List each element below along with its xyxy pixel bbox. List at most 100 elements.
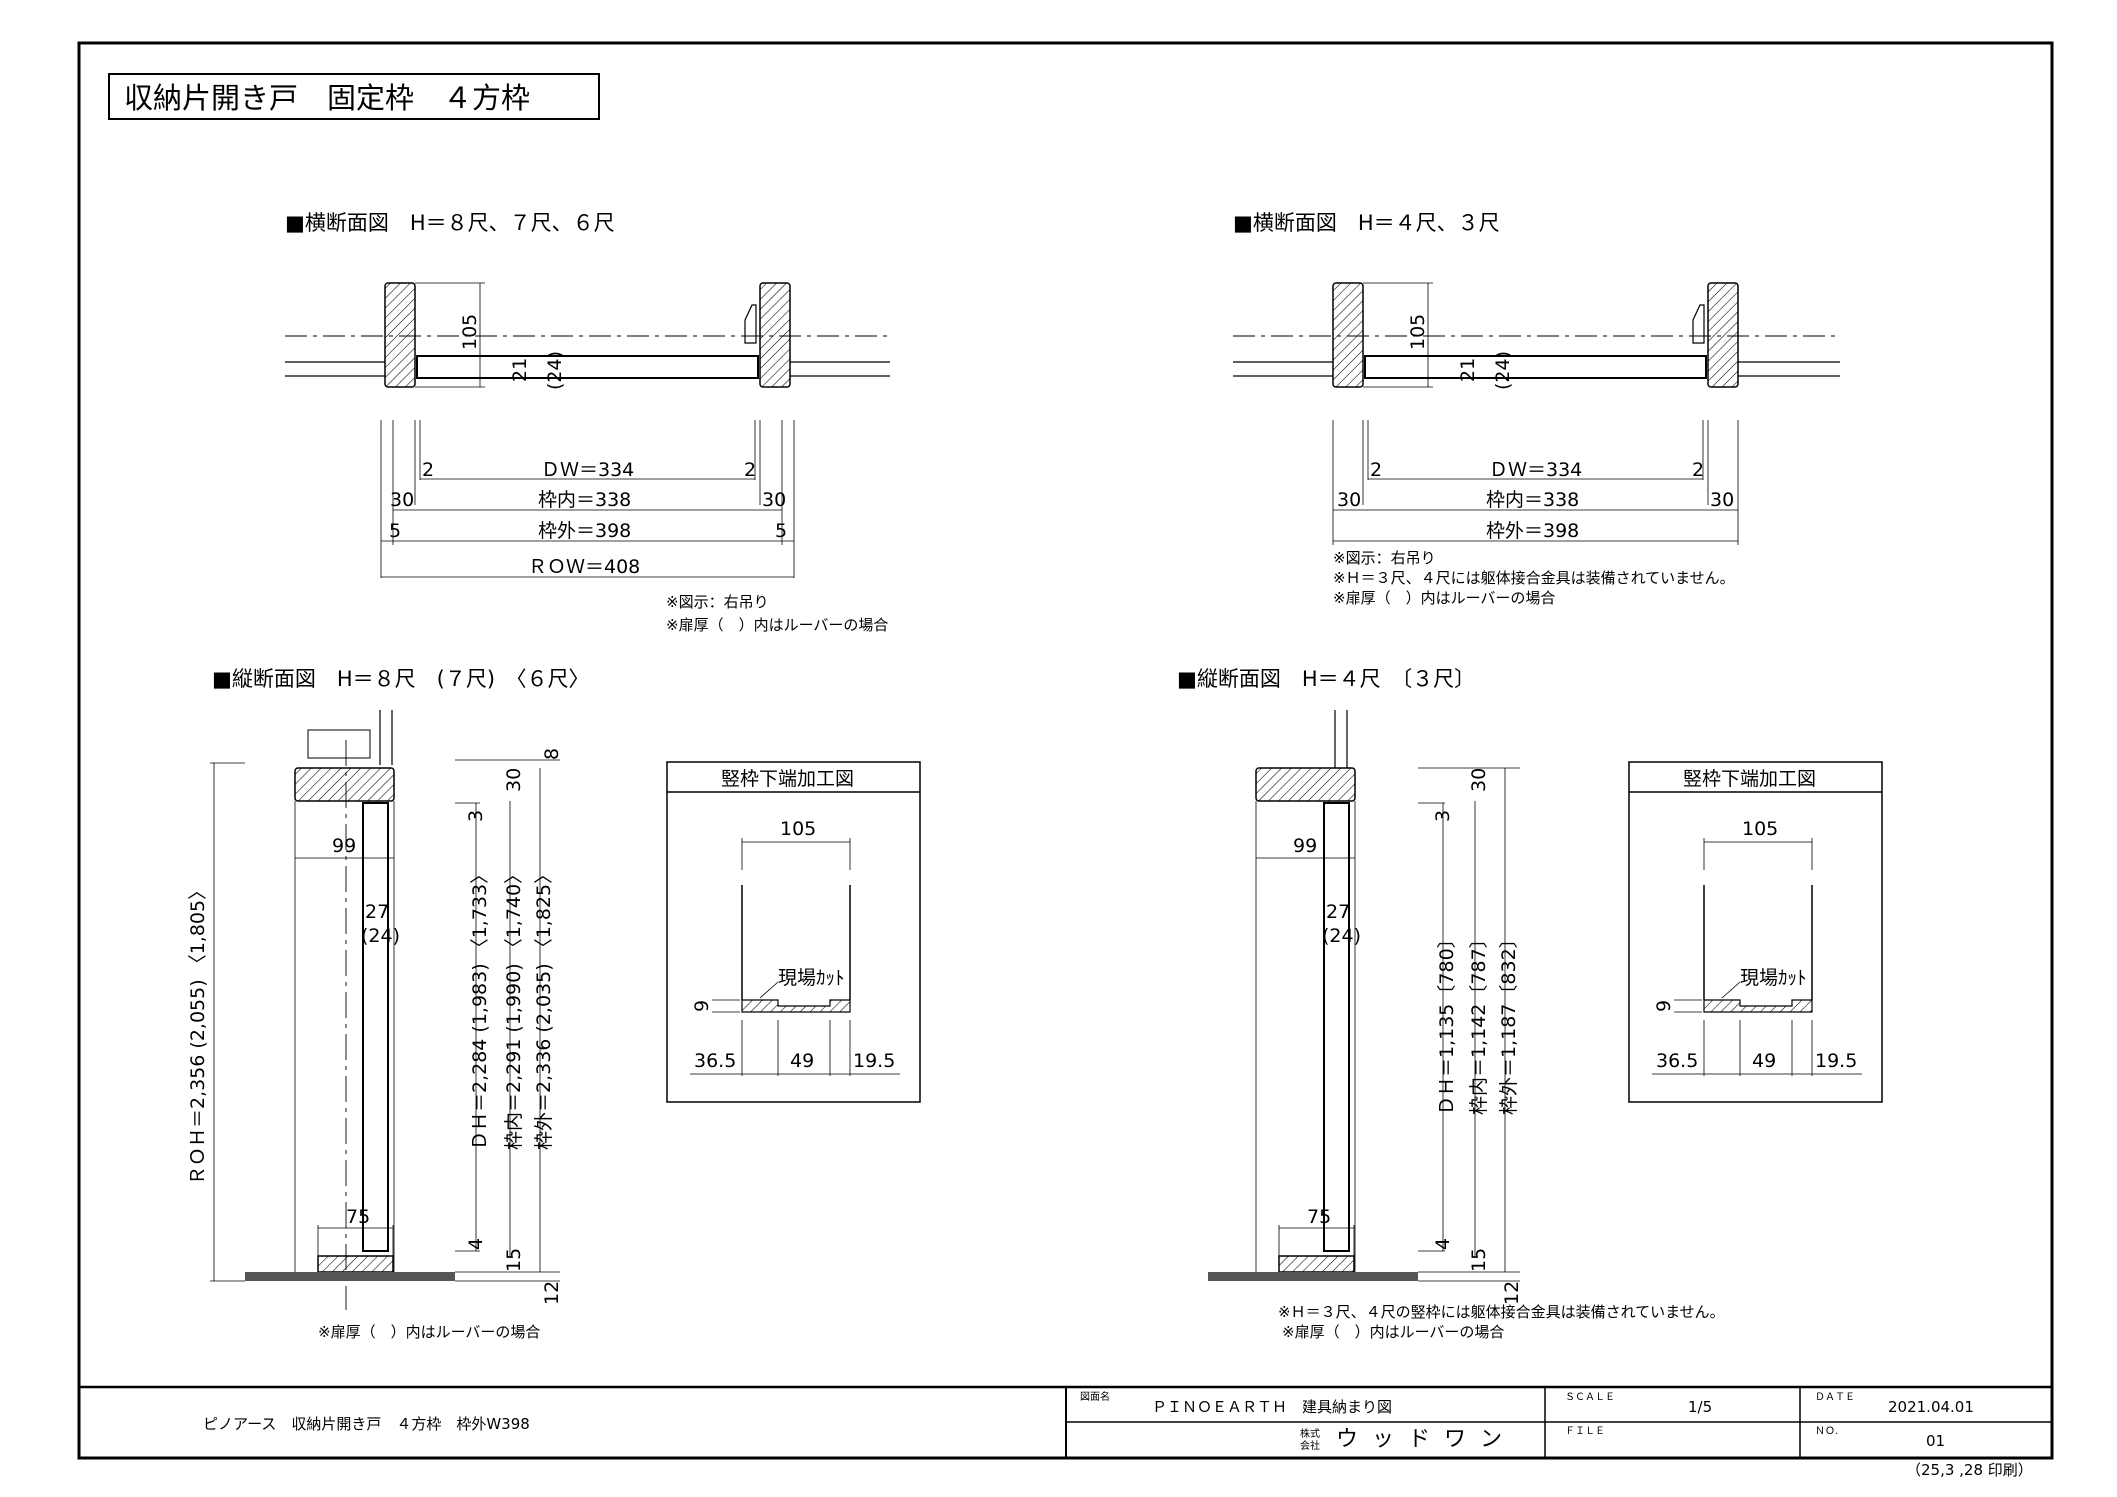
sheet-border — [77, 41, 2054, 1460]
svg-text:■縦断面図 H＝４尺 〔３尺〕: ■縦断面図 H＝４尺 〔３尺〕 — [1177, 667, 1475, 691]
jamb-right — [1707, 282, 1739, 388]
svg-text:12: 12 — [1501, 1281, 1523, 1305]
svg-text:105: 105 — [780, 818, 816, 840]
svg-text:21: 21 — [1457, 358, 1479, 382]
svg-text:30: 30 — [1710, 489, 1734, 511]
svg-text:ＤＨ＝1,135〔780〕: ＤＨ＝1,135〔780〕 — [1436, 929, 1458, 1115]
svg-text:(24): (24) — [1322, 925, 1361, 947]
svg-text:枠外＝398: 枠外＝398 — [1486, 520, 1579, 542]
svg-text:会社: 会社 — [1300, 1439, 1320, 1452]
drawing-title: 収納片開き戸 固定枠 ４方枠 — [108, 73, 600, 120]
svg-text:2: 2 — [744, 459, 756, 481]
svg-text:01: 01 — [1926, 1432, 1945, 1450]
plan-section-right: ■横断面図 H＝４尺、３尺 105 21 (24) 2 ＤＷ＝334 2 30 … — [1233, 211, 1840, 607]
svg-text:竪枠下端加工図: 竪枠下端加工図 — [721, 768, 854, 790]
vertical-section-right: ■縦断面図 H＝４尺 〔３尺〕 99 27 (24) 75 ＤＨ＝1,135〔7… — [1177, 667, 1725, 1341]
svg-text:5: 5 — [389, 520, 401, 542]
svg-text:4: 4 — [465, 1238, 487, 1250]
svg-text:ＮＯ.: ＮＯ. — [1815, 1426, 1838, 1437]
svg-text:枠外＝398: 枠外＝398 — [538, 520, 631, 542]
door-leaf — [1323, 802, 1350, 1252]
svg-text:現場ｶｯﾄ: 現場ｶｯﾄ — [778, 967, 845, 989]
svg-text:15: 15 — [503, 1248, 525, 1272]
svg-text:ＤＡＴＥ: ＤＡＴＥ — [1815, 1392, 1855, 1403]
svg-text:30: 30 — [1468, 768, 1490, 792]
svg-text:枠内＝338: 枠内＝338 — [1486, 489, 1579, 511]
svg-text:ＦＩＬＥ: ＦＩＬＥ — [1565, 1426, 1605, 1437]
svg-text:■横断面図 H＝４尺、３尺: ■横断面図 H＝４尺、３尺 — [1233, 211, 1500, 235]
sill-frame — [317, 1255, 394, 1273]
svg-text:3: 3 — [465, 810, 487, 822]
head-frame — [294, 767, 395, 802]
svg-text:枠外＝2,336 (2,035) 〈1,825〉: 枠外＝2,336 (2,035) 〈1,825〉 — [533, 865, 555, 1150]
svg-text:49: 49 — [790, 1050, 814, 1072]
svg-text:ＤＷ＝334: ＤＷ＝334 — [1489, 459, 1582, 481]
svg-text:5: 5 — [775, 520, 787, 542]
svg-text:105: 105 — [1407, 314, 1429, 350]
svg-text:12: 12 — [541, 1281, 563, 1305]
svg-text:75: 75 — [346, 1206, 370, 1228]
jamb-bottom-detail-left: 竪枠下端加工図 105 現場ｶｯﾄ 9 36.5 49 19.5 — [666, 761, 921, 1103]
svg-text:21: 21 — [509, 358, 531, 382]
svg-text:※扉厚（ ）内はルーバーの場合: ※扉厚（ ）内はルーバーの場合 — [1282, 1323, 1504, 1341]
svg-text:30: 30 — [390, 489, 414, 511]
svg-text:ＤＷ＝334: ＤＷ＝334 — [541, 459, 634, 481]
svg-text:30: 30 — [762, 489, 786, 511]
svg-text:ＰＩＮＯＥＡＲＴＨ 建具納まり図: ＰＩＮＯＥＡＲＴＨ 建具納まり図 — [1152, 1398, 1392, 1416]
jamb-left — [384, 282, 416, 388]
svg-text:105: 105 — [1742, 818, 1778, 840]
print-stamp: （25,3 ,28 印刷） — [1906, 1461, 2033, 1479]
svg-text:※図示：右吊り: ※図示：右吊り — [1333, 549, 1436, 567]
jamb-bottom-detail-right: 竪枠下端加工図 105 現場ｶｯﾄ 9 36.5 49 19.5 — [1628, 761, 1883, 1103]
svg-text:現場ｶｯﾄ: 現場ｶｯﾄ — [1740, 967, 1807, 989]
svg-text:枠内＝338: 枠内＝338 — [538, 489, 631, 511]
svg-text:36.5: 36.5 — [694, 1050, 736, 1072]
svg-text:ウッドワン: ウッドワン — [1336, 1427, 1516, 1452]
door-leaf — [416, 355, 759, 379]
svg-text:4: 4 — [1432, 1238, 1454, 1250]
svg-text:収納片開き戸 固定枠 ４方枠: 収納片開き戸 固定枠 ４方枠 — [124, 81, 530, 115]
svg-text:※扉厚（ ）内はルーバーの場合: ※扉厚（ ）内はルーバーの場合 — [318, 1323, 540, 1341]
svg-text:99: 99 — [332, 835, 356, 857]
door-leaf — [362, 802, 389, 1252]
svg-text:※Ｈ＝３尺、４尺の竪枠には躯体接合金具は装備されていません。: ※Ｈ＝３尺、４尺の竪枠には躯体接合金具は装備されていません。 — [1278, 1303, 1725, 1321]
svg-text:2: 2 — [1370, 459, 1382, 481]
svg-text:※扉厚（ ）内はルーバーの場合: ※扉厚（ ）内はルーバーの場合 — [666, 616, 888, 634]
svg-text:8: 8 — [541, 748, 563, 760]
svg-text:(24): (24) — [361, 925, 400, 947]
svg-text:15: 15 — [1468, 1248, 1490, 1272]
svg-text:■横断面図 H＝８尺、７尺、６尺: ■横断面図 H＝８尺、７尺、６尺 — [285, 211, 615, 235]
svg-text:36.5: 36.5 — [1656, 1050, 1698, 1072]
vertical-section-left: ■縦断面図 H＝８尺 (７尺) 〈６尺〉 99 27 (24) 75 ＲＯＨ＝2… — [187, 667, 590, 1341]
svg-text:※扉厚（ ）内はルーバーの場合: ※扉厚（ ）内はルーバーの場合 — [1333, 589, 1555, 607]
svg-text:竪枠下端加工図: 竪枠下端加工図 — [1683, 768, 1816, 790]
svg-text:(24): (24) — [1492, 351, 1514, 390]
svg-text:75: 75 — [1307, 1206, 1331, 1228]
svg-text:30: 30 — [1337, 489, 1361, 511]
svg-text:3: 3 — [1432, 810, 1454, 822]
svg-text:49: 49 — [1752, 1050, 1776, 1072]
svg-text:ＤＨ＝2,284 (1,983) 〈1,733〉: ＤＨ＝2,284 (1,983) 〈1,733〉 — [469, 865, 491, 1150]
svg-text:(24): (24) — [544, 351, 566, 390]
svg-text:19.5: 19.5 — [1815, 1050, 1857, 1072]
door-leaf — [1364, 355, 1707, 379]
svg-text:2: 2 — [1692, 459, 1704, 481]
svg-text:株式: 株式 — [1300, 1427, 1320, 1440]
plan-section-left: ■横断面図 H＝８尺、７尺、６尺 105 21 (24) 2 — [285, 211, 890, 634]
svg-text:27: 27 — [1326, 901, 1350, 923]
svg-text:※図示：右吊り: ※図示：右吊り — [666, 593, 769, 611]
svg-text:30: 30 — [503, 768, 525, 792]
svg-text:■縦断面図 H＝８尺 (７尺) 〈６尺〉: ■縦断面図 H＝８尺 (７尺) 〈６尺〉 — [212, 667, 590, 691]
svg-text:2: 2 — [422, 459, 434, 481]
svg-text:1/5: 1/5 — [1688, 1398, 1712, 1416]
svg-text:ＲＯＷ＝408: ＲＯＷ＝408 — [528, 556, 640, 578]
svg-text:105: 105 — [459, 314, 481, 350]
jamb-right — [759, 282, 791, 388]
sill-frame — [1278, 1255, 1355, 1273]
svg-text:ＳＣＡＬＥ: ＳＣＡＬＥ — [1565, 1392, 1615, 1403]
head-frame — [1255, 767, 1356, 802]
svg-text:枠外＝1,187〔832〕: 枠外＝1,187〔832〕 — [1498, 929, 1520, 1115]
svg-text:27: 27 — [365, 901, 389, 923]
svg-text:ピノアース 収納片開き戸 ４方枠 枠外W398: ピノアース 収納片開き戸 ４方枠 枠外W398 — [203, 1415, 530, 1433]
